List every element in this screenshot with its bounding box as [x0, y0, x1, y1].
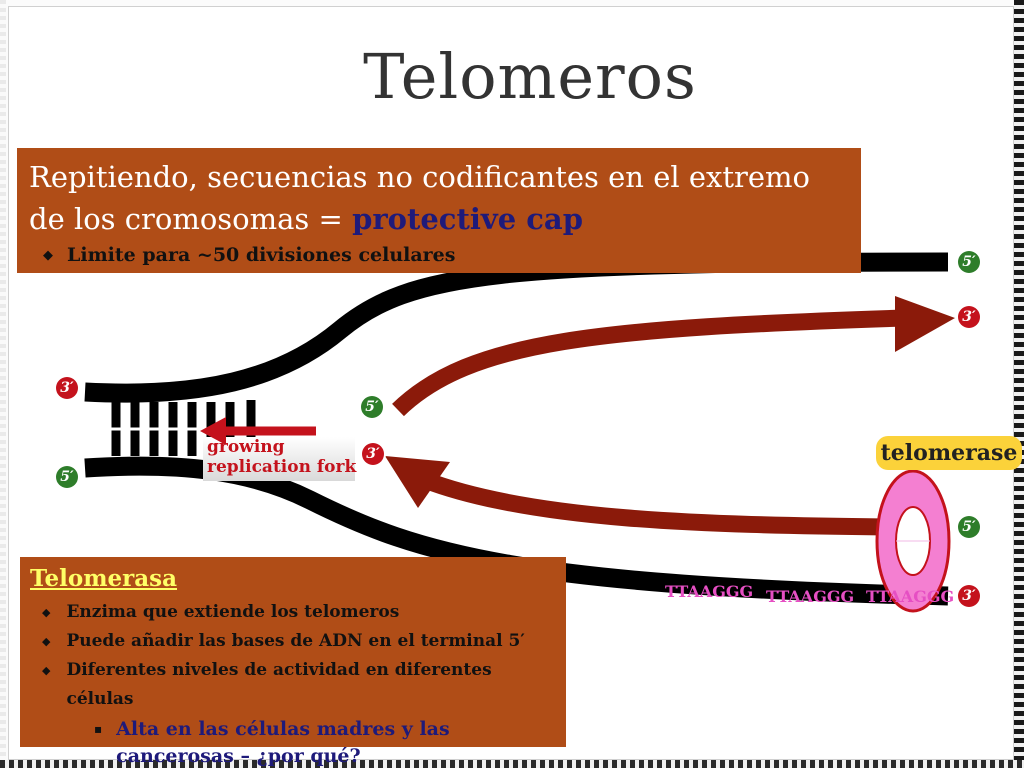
leading-strand — [392, 309, 906, 417]
lagging-strand-arrowhead — [385, 456, 450, 508]
bullet-text: Puede añadir las bases de ADN en el term… — [66, 631, 525, 651]
telomere-sequence: TTAAGGG — [866, 587, 955, 606]
telomerasa-sub-bullet: ▪ Alta en las células madres y las cance… — [30, 716, 556, 770]
telomerasa-bullet: ◆ Diferentes niveles de actividad en dif… — [30, 656, 556, 714]
definition-box: Repitiendo, secuencias no codificantes e… — [17, 148, 861, 273]
telomerasa-box: Telomerasa ◆ Enzima que extiende los tel… — [20, 557, 566, 767]
telomerasa-bullet: ◆ Enzima que extiende los telomeros — [30, 598, 556, 627]
bullet-text: Enzima que extiende los telomeros — [66, 602, 400, 622]
slide-left-edge — [0, 0, 6, 768]
telomere-sequence: TTAAGGG — [665, 582, 754, 601]
fork-label-background — [203, 437, 355, 481]
sub-bullet-text: Alta en las células madres y las cancero… — [116, 718, 450, 767]
fork-arrow-head — [200, 417, 226, 445]
diamond-bullet-icon: ◆ — [43, 247, 53, 263]
square-bullet-icon: ▪ — [94, 722, 103, 736]
lagging-strand — [421, 472, 889, 536]
telomerase-label: telomerase — [876, 436, 1022, 470]
telomerasa-heading: Telomerasa — [30, 565, 178, 592]
slide-right-edge — [1014, 0, 1024, 768]
telomere-sequence: TTAAGGG — [766, 587, 855, 606]
end-label-3prime: 3′ — [362, 443, 384, 465]
bottom-parental-strand — [84, 456, 949, 606]
bullet-text: Diferentes niveles de actividad en difer… — [66, 660, 492, 709]
end-label-3prime: 3′ — [56, 377, 78, 399]
end-label-5prime: 5′ — [361, 396, 383, 418]
definition-main-text: Repitiendo, secuencias no codificantes e… — [29, 160, 811, 236]
diamond-bullet-icon: ◆ — [42, 635, 51, 648]
diamond-bullet-icon: ◆ — [42, 664, 51, 677]
slide-title: Telomeros — [363, 40, 697, 113]
leading-strand-arrowhead — [895, 296, 955, 352]
end-label-3prime: 3′ — [958, 306, 980, 328]
fork-label-line2: replication fork — [207, 457, 357, 477]
definition-text: Repitiendo, secuencias no codificantes e… — [29, 156, 849, 240]
end-label-5prime: 5′ — [56, 466, 78, 488]
division-limit-text: Limite para ~50 divisiones celulares — [67, 244, 456, 266]
definition-bullet: ◆ Limite para ~50 divisiones celulares — [29, 244, 849, 266]
slide-bottom-edge — [0, 760, 1024, 768]
growing-fork-label: growing replication fork — [207, 437, 356, 477]
end-label-5prime: 5′ — [958, 516, 980, 538]
end-label-3prime: 3′ — [958, 585, 980, 607]
fork-label-line1: growing — [207, 437, 285, 457]
telomerasa-bullet: ◆ Puede añadir las bases de ADN en el te… — [30, 627, 556, 656]
end-label-5prime: 5′ — [958, 251, 980, 273]
protective-cap-text: protective cap — [352, 202, 584, 236]
diamond-bullet-icon: ◆ — [42, 606, 51, 619]
